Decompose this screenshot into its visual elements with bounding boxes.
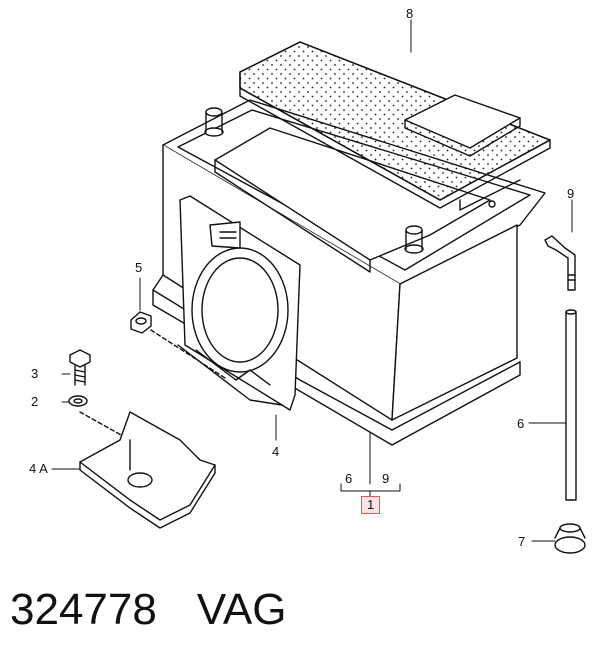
vent-elbow <box>544 235 576 291</box>
callout-6: 6 <box>517 416 525 431</box>
callout-7: 7 <box>518 534 526 549</box>
terminal-posts <box>204 107 424 254</box>
callout-8: 8 <box>406 6 414 21</box>
nut <box>130 311 226 379</box>
highlight-box <box>361 496 380 514</box>
callout-5: 5 <box>135 260 143 275</box>
battery-exploded-diagram <box>51 19 586 554</box>
callout-2: 2 <box>31 394 39 409</box>
callout-group-9: 9 <box>382 471 390 486</box>
washer <box>68 395 131 441</box>
battery-cover <box>239 41 551 211</box>
callout-1[interactable]: 1 <box>367 497 375 512</box>
battery-holder-bracket <box>177 195 301 411</box>
leader-lines <box>51 19 573 542</box>
bolt <box>69 349 91 386</box>
clamp-plate <box>79 411 216 529</box>
callout-group-6: 6 <box>345 471 353 486</box>
callout-3: 3 <box>31 366 39 381</box>
part-number: 324778 <box>10 585 157 634</box>
callout-9: 9 <box>567 186 575 201</box>
grommet <box>554 523 586 554</box>
footer: 324778 VAG <box>10 585 326 635</box>
brand-label: VAG <box>196 585 287 634</box>
callout-4a: 4 A <box>29 461 48 476</box>
vent-tube <box>565 309 577 501</box>
callout-4: 4 <box>272 444 280 459</box>
